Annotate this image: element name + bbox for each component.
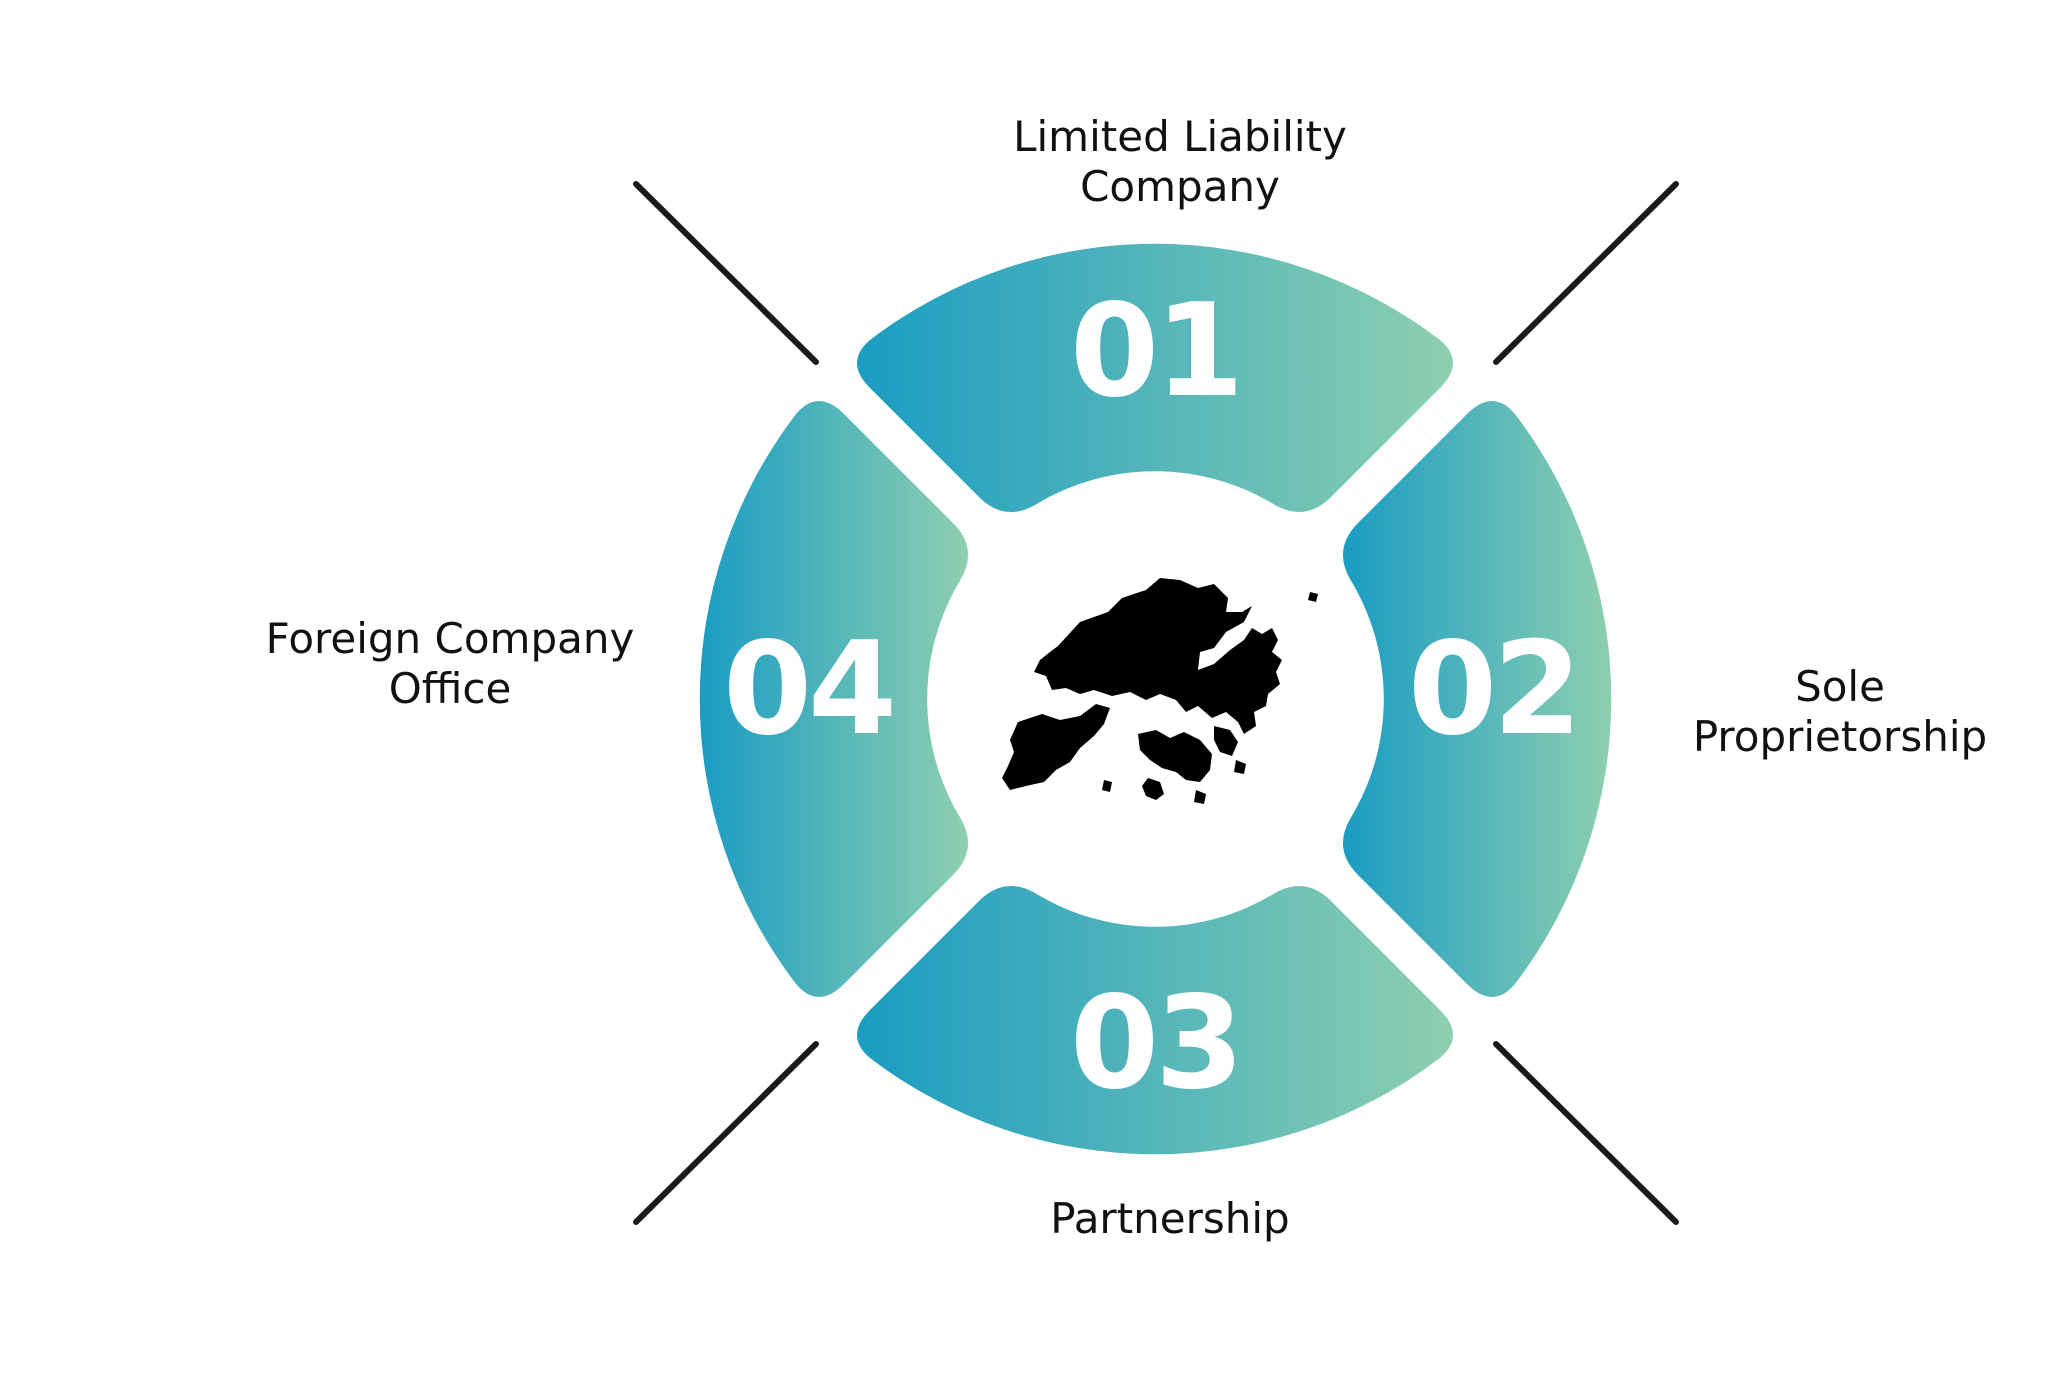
segment-02-shape — [1342, 401, 1612, 997]
connector-line-bottom-left — [633, 1041, 819, 1225]
connector-line-top-right — [1493, 181, 1679, 365]
segment-02: 02 — [1342, 401, 1612, 997]
label-line: Office — [388, 664, 512, 713]
segment-03-shape — [857, 885, 1453, 1155]
segment-01-shape — [857, 243, 1453, 513]
segment-01: 01 — [857, 243, 1453, 513]
connector-line-bottom-right — [1493, 1041, 1679, 1225]
label-line: Partnership — [1050, 1194, 1290, 1243]
label-line: Sole — [1795, 662, 1885, 711]
segment-04-number: 04 — [723, 615, 893, 764]
label-partnership: Partnership — [990, 1194, 1350, 1244]
segment-04-shape — [699, 401, 969, 997]
label-sole-proprietorship: Sole Proprietorship — [1640, 662, 2040, 762]
segment-02-number: 02 — [1408, 615, 1578, 764]
label-line: Foreign Company — [265, 614, 635, 663]
label-line: Limited Liability — [1013, 112, 1347, 161]
label-line: Company — [1080, 162, 1280, 211]
segment-01-number: 01 — [1070, 277, 1240, 426]
connector-line-top-left — [633, 181, 819, 365]
segment-03-number: 03 — [1070, 969, 1240, 1118]
segment-04: 04 — [699, 401, 969, 997]
label-limited-liability-company: Limited Liability Company — [970, 112, 1390, 212]
label-line: Proprietorship — [1692, 712, 1988, 761]
segment-03: 03 — [857, 885, 1453, 1155]
hong-kong-map-icon — [1002, 578, 1318, 804]
label-foreign-company-office: Foreign Company Office — [220, 614, 680, 714]
